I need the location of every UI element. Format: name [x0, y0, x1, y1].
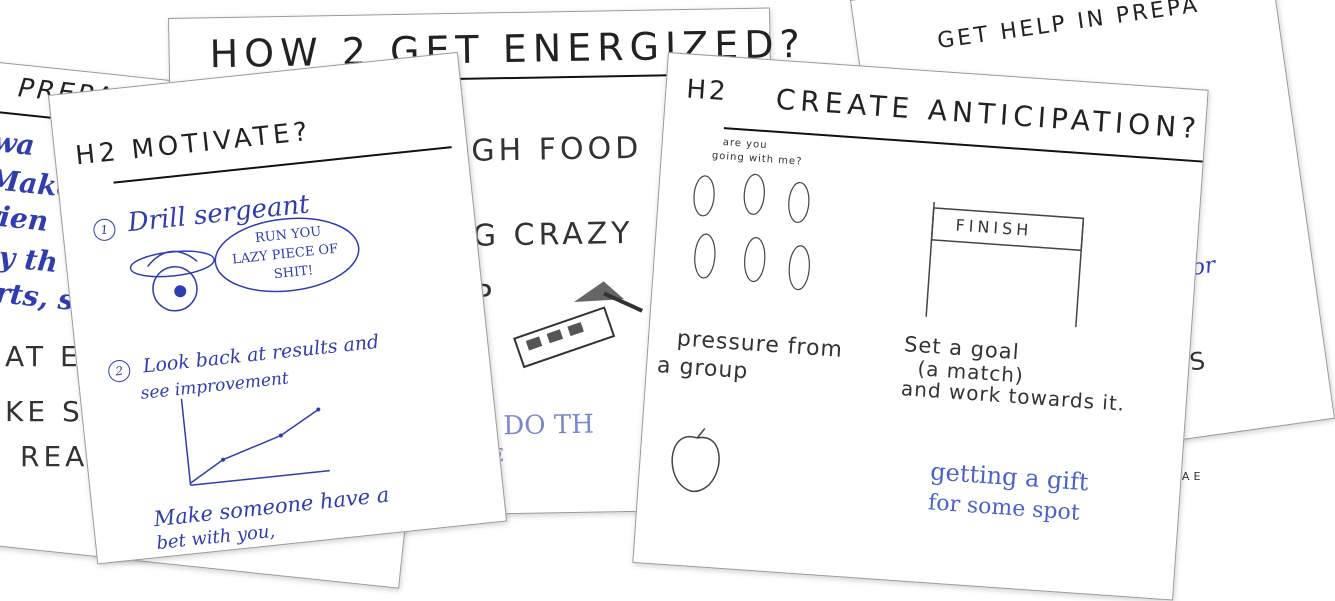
bubble-line: going with me? [711, 150, 803, 168]
blue-line: orts, s [0, 274, 76, 318]
item-number: 1 [92, 217, 117, 242]
energy-line: GH FOOD [471, 130, 643, 169]
sheet-anticipation: H2 CREATE ANTICIPATION? are you going wi… [632, 52, 1209, 601]
blue-line: ay th [0, 238, 60, 280]
sheet-motivate: H2 MOTIVATE? 1 Drill sergeant RUN YOU LA… [48, 51, 508, 565]
group-people-sketch [693, 173, 810, 291]
gift-text: getting a gift [929, 457, 1090, 497]
bubble-line: are you [722, 137, 768, 152]
sheet-title: GET HELP IN PREPA [935, 0, 1202, 55]
speech-bubble [214, 217, 360, 293]
sheet-title: H2 MOTIVATE? [74, 116, 313, 172]
item-number: 2 [107, 358, 132, 384]
black-line: KE S [5, 395, 84, 428]
black-line: AT E [5, 340, 82, 373]
battery-hammer-sketch [513, 281, 644, 369]
apple-sketch [671, 428, 720, 493]
energy-line: G CRAZY [472, 215, 634, 254]
sheet-energized: HOW 2 GET ENERGIZED? GH FOOD G CRAZY P E… [168, 7, 806, 520]
pressure-text: a group [656, 353, 750, 385]
gift-text: for some spot [927, 490, 1081, 526]
blue-line: wa [0, 124, 37, 163]
blue-line: rien [0, 198, 50, 238]
finish-line-sketch [925, 201, 1085, 328]
title-h2: H2 [685, 74, 730, 108]
improvement-graph [180, 398, 330, 486]
drill-sergeant-sketch [129, 250, 215, 312]
